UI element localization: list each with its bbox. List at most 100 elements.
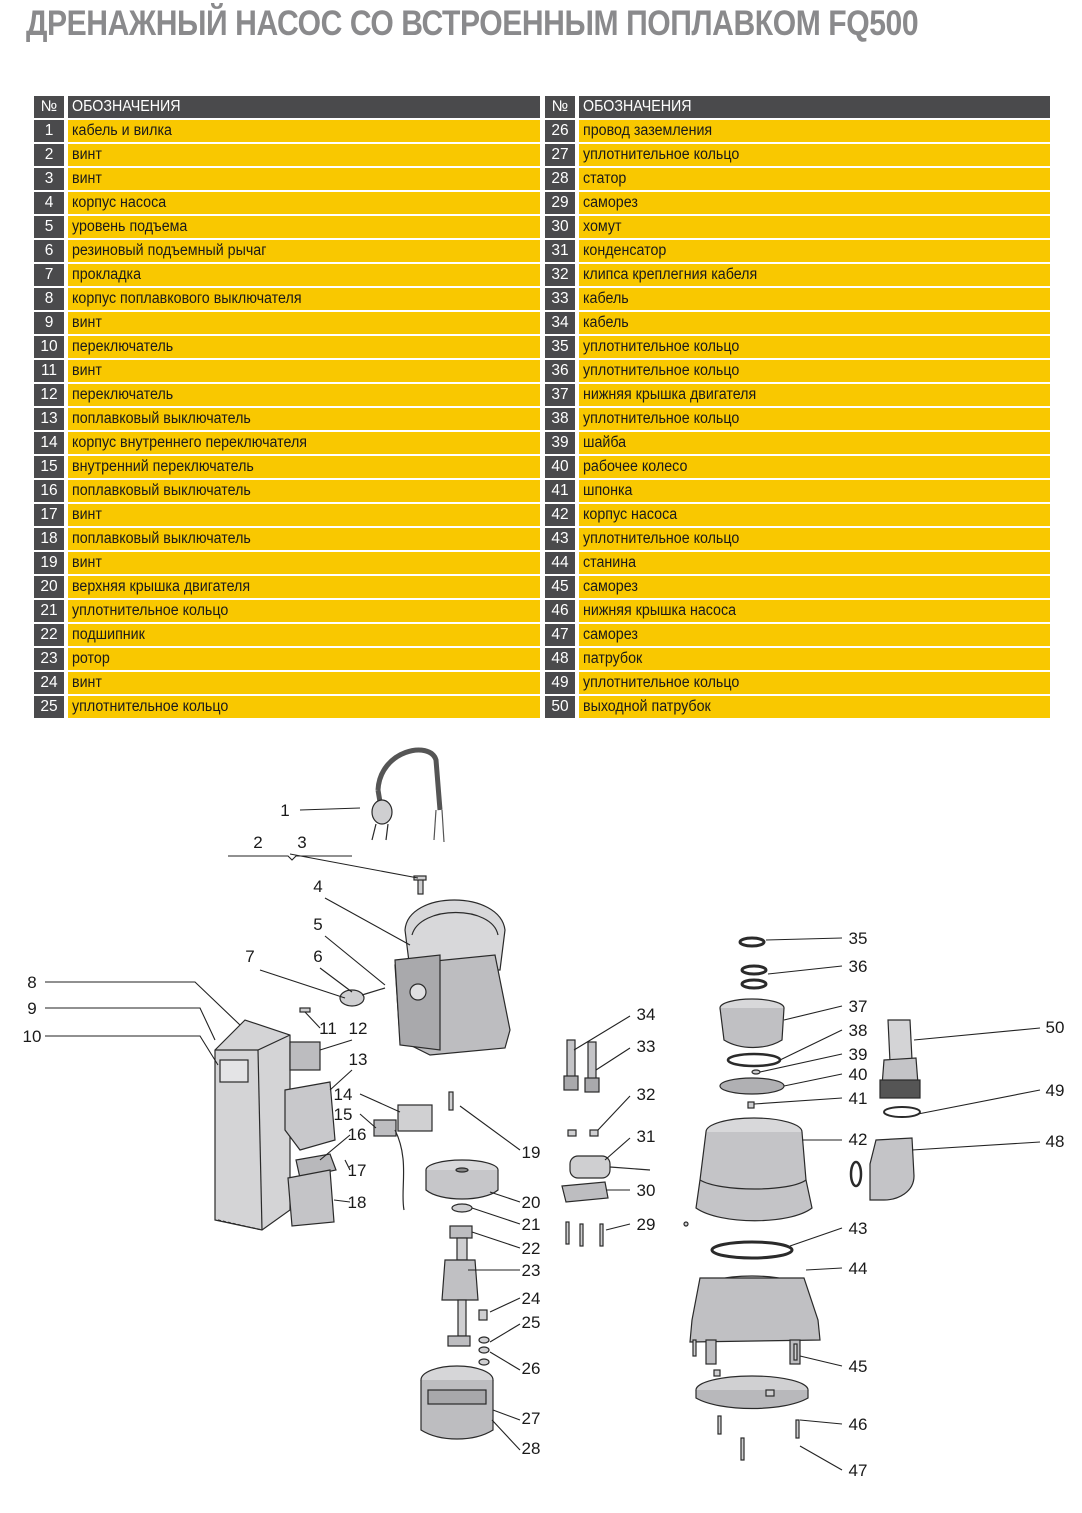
part-number: 42 [545, 504, 579, 528]
callout-7: 7 [245, 947, 254, 966]
callout-22: 22 [522, 1239, 541, 1258]
part-label-cell: ротор [68, 648, 540, 672]
outlet-drawing [849, 1019, 921, 1201]
part-label-cell: клипса креплегния кабеля [579, 264, 1050, 288]
part-label-cell: переключатель [68, 336, 540, 360]
part-number: 4 [34, 192, 68, 216]
callout-2: 2 [253, 833, 262, 852]
part-label: внутренний переключатель [72, 458, 254, 475]
part-label: уплотнительное кольцо [583, 674, 740, 691]
callout-41: 41 [849, 1089, 868, 1108]
part-number: 20 [34, 576, 68, 600]
part-label: винт [72, 146, 102, 163]
stator-drawing [420, 1365, 494, 1440]
part-number: 5 [34, 216, 68, 240]
leader-line-11 [304, 1011, 321, 1029]
callout-29: 29 [637, 1215, 656, 1234]
callout-33: 33 [637, 1037, 656, 1056]
part-number: 50 [545, 696, 579, 720]
part-label-cell: поплавковый выключатель [68, 528, 540, 552]
part-number: 28 [545, 168, 579, 192]
callout-38: 38 [849, 1021, 868, 1040]
part-label: винт [72, 362, 102, 379]
part-number: 27 [545, 144, 579, 168]
callout-28: 28 [522, 1439, 541, 1458]
part-label-cell: кабель [579, 312, 1050, 336]
part-label: прокладка [72, 266, 142, 283]
part-label-cell: уплотнительное кольцо [68, 600, 540, 624]
part-label-cell: поплавковый выключатель [68, 480, 540, 504]
part-label-cell: уплотнительное кольцо [579, 336, 1050, 360]
callout-26: 26 [522, 1359, 541, 1378]
leader-line-36 [767, 965, 843, 975]
part-label: уровень подъема [72, 218, 188, 235]
leader-line-13 [329, 1069, 353, 1091]
part-label-cell: выходной патрубок [579, 696, 1050, 720]
leader-line-39 [759, 1053, 843, 1073]
header-num: № [34, 96, 68, 120]
part-label: кабель [583, 314, 629, 331]
part-number: 41 [545, 480, 579, 504]
part-label-cell: подшипник [68, 624, 540, 648]
part-label: шайба [583, 434, 627, 451]
part-label: нижняя крышка насоса [583, 602, 737, 619]
part-label: подшипник [72, 626, 145, 643]
callout-18: 18 [348, 1193, 367, 1212]
leader-line-6 [319, 967, 353, 993]
switch-parts-drawing [284, 1041, 337, 1227]
part-label-cell: верхняя крышка двигателя [68, 576, 540, 600]
callout-17: 17 [348, 1161, 367, 1180]
leader-line-22 [471, 1231, 521, 1249]
rotor-drawing [441, 1237, 479, 1337]
callout-13: 13 [349, 1050, 368, 1069]
callout-1: 1 [280, 801, 289, 820]
part-label-cell: патрубок [579, 648, 1050, 672]
motor-cover-drawing [425, 1159, 499, 1200]
part-label-cell: уровень подъема [68, 216, 540, 240]
part-number: 6 [34, 240, 68, 264]
leader-line-14 [359, 1093, 401, 1113]
callout-19: 19 [522, 1143, 541, 1162]
leader-line-45 [799, 1355, 843, 1367]
part-label-cell: кабель [579, 288, 1050, 312]
callout-25: 25 [522, 1313, 541, 1332]
leader-line-29 [605, 1223, 631, 1231]
leader-line-33 [595, 1047, 631, 1071]
part-number: 36 [545, 360, 579, 384]
part-label: шпонка [583, 482, 633, 499]
leader-line-3 [289, 853, 419, 879]
cable-sleeves-drawing [563, 1039, 600, 1093]
part-number: 35 [545, 336, 579, 360]
callout-11: 11 [319, 1019, 337, 1038]
part-label: винт [72, 506, 102, 523]
callout-6: 6 [313, 947, 322, 966]
leader-line-10 [45, 1035, 219, 1066]
part-label: верхняя крышка двигателя [72, 578, 251, 595]
part-number: 14 [34, 432, 68, 456]
part-label: корпус внутреннего переключателя [72, 434, 308, 451]
part-label: винт [72, 170, 102, 187]
leader-line-12 [319, 1039, 353, 1051]
part-number: 10 [34, 336, 68, 360]
part-label-cell: саморез [579, 576, 1050, 600]
leader-line-27 [492, 1409, 521, 1421]
leader-line-19 [459, 1105, 521, 1151]
part-label-cell: нижняя крышка двигателя [579, 384, 1050, 408]
